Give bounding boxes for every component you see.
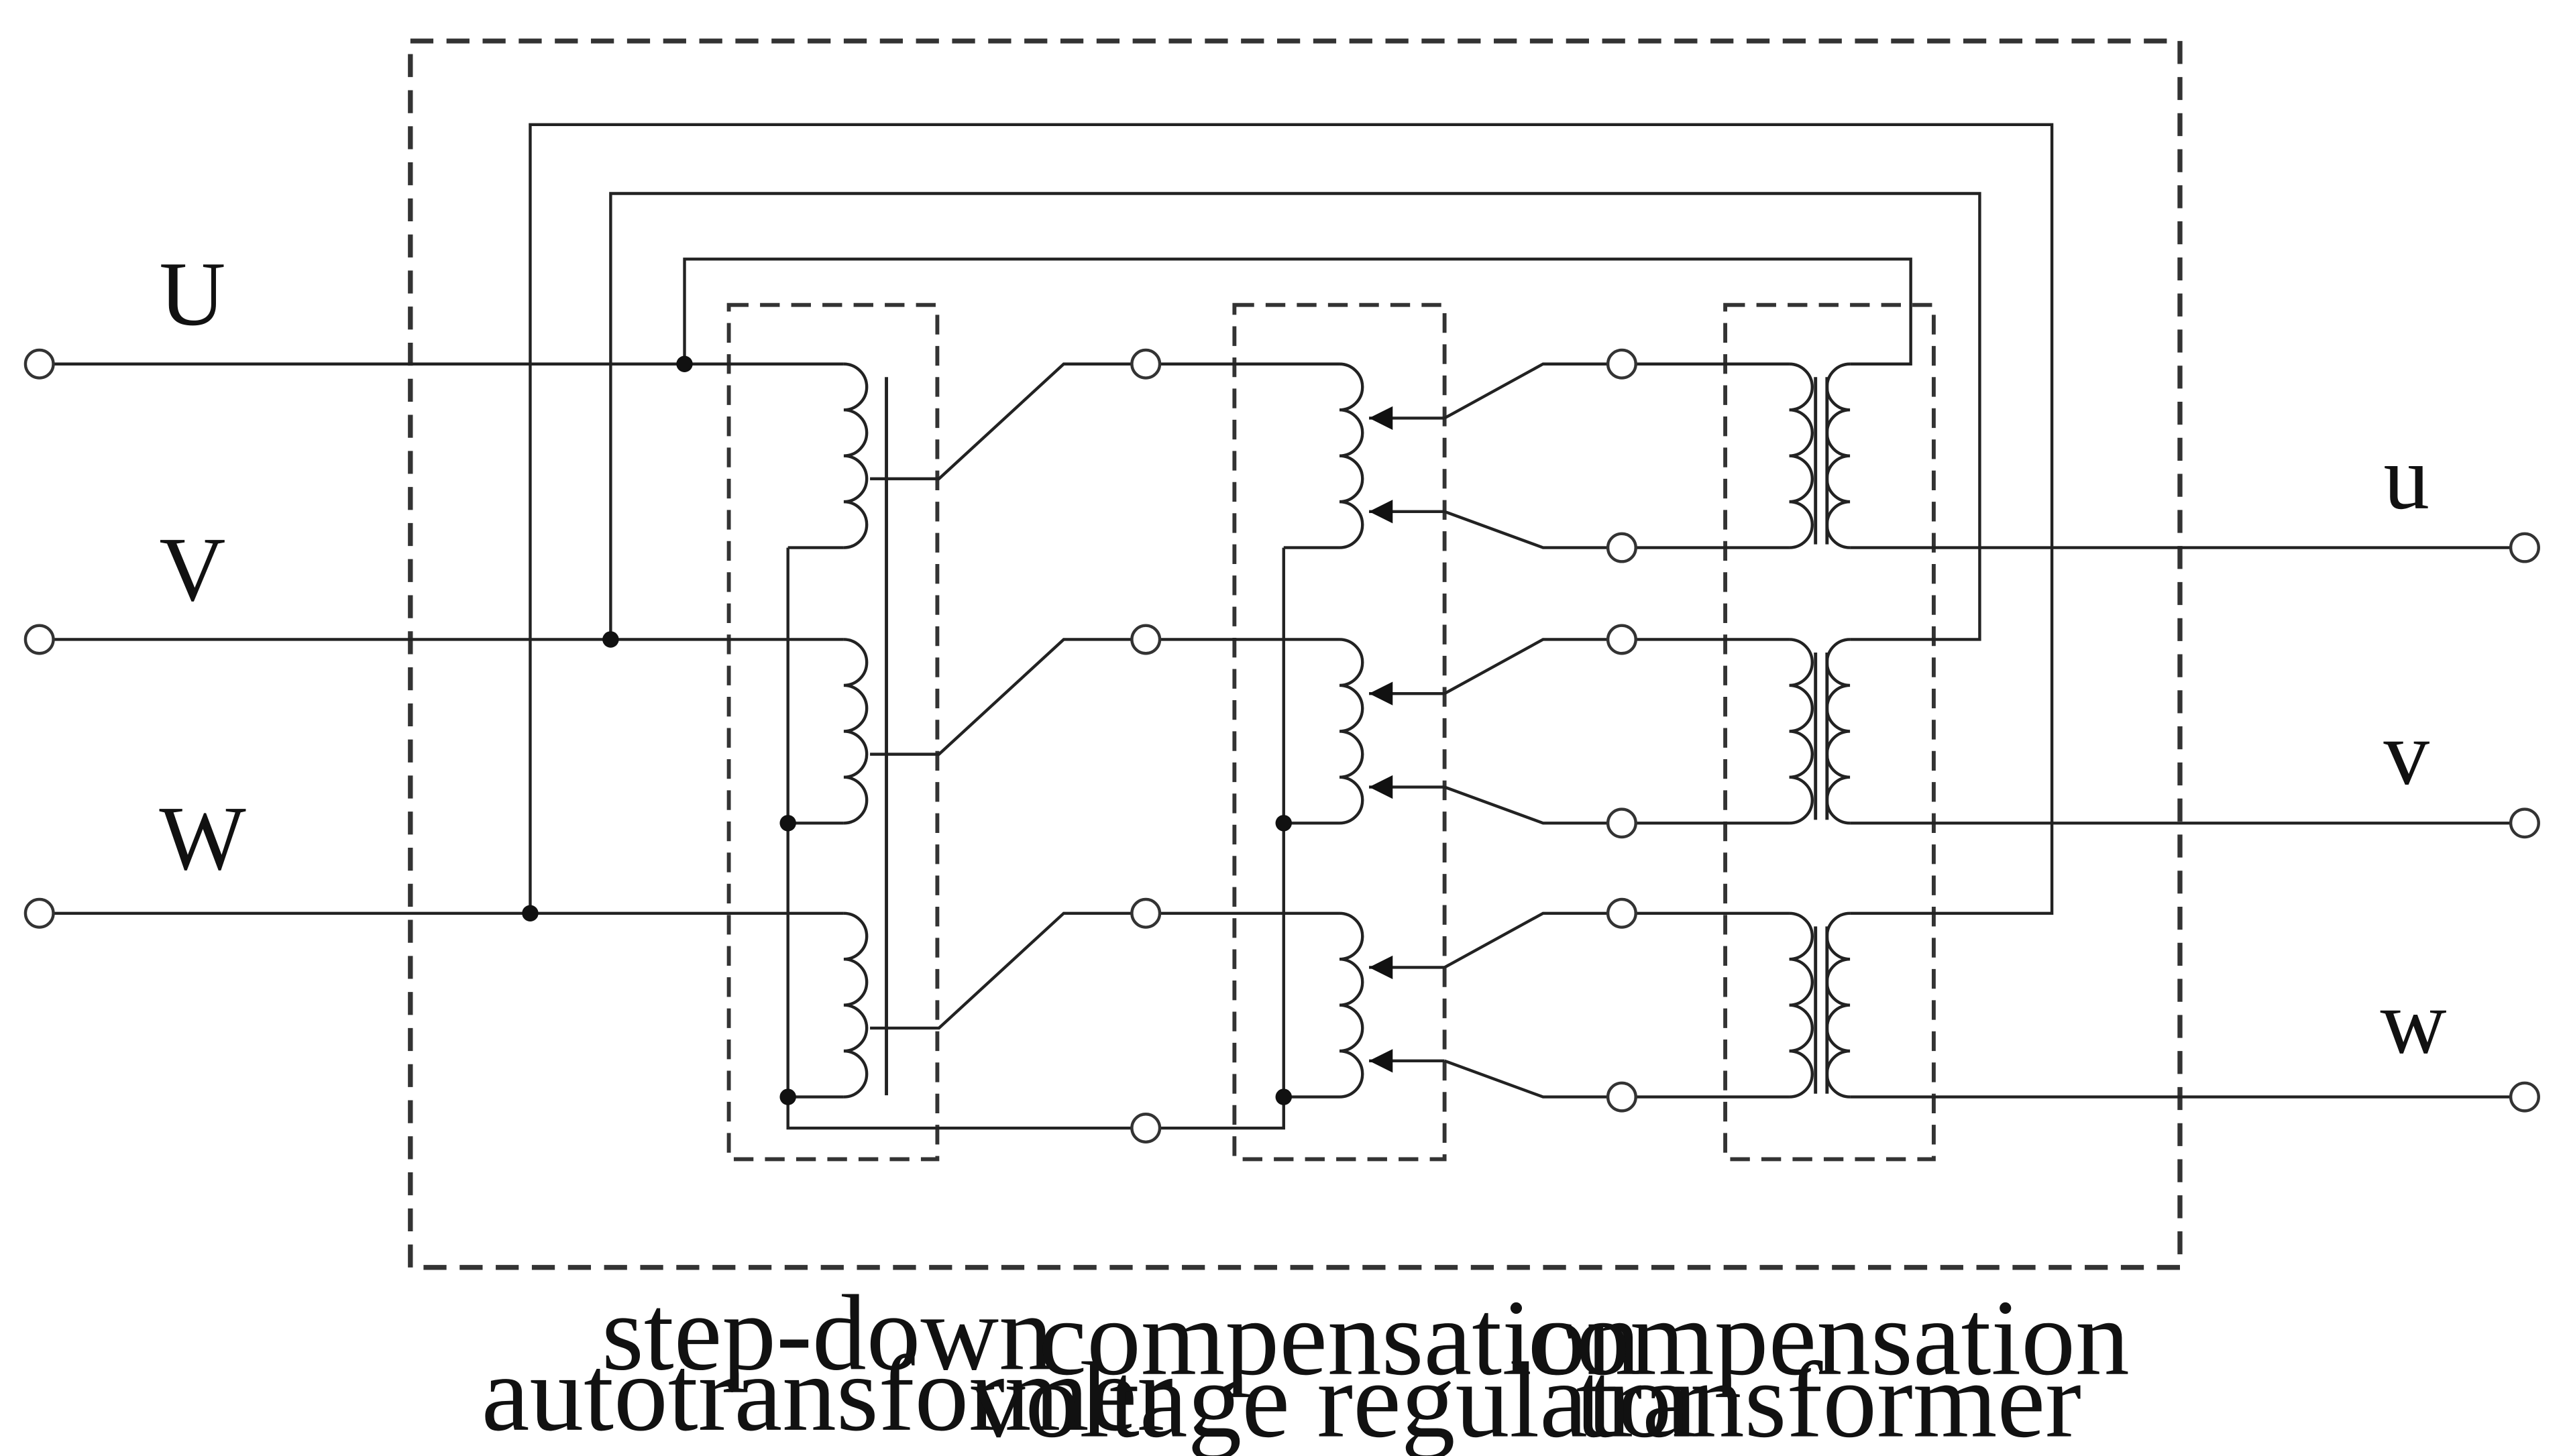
autotransformer-caption-line2: autotransformer: [482, 1333, 1173, 1453]
regulator-caption-line1: compensation: [1038, 1278, 1640, 1398]
autotransformer-winding-1: [843, 638, 869, 825]
return-loop-v: [609, 192, 1981, 641]
output-terminal-2: [2509, 1081, 2540, 1113]
tap-wire-2: [870, 911, 1133, 1030]
compensation-terminal-upper-0: [1606, 348, 1637, 380]
regulator-slider-upper-0: [1443, 362, 1609, 420]
return-loop-u: [683, 258, 1912, 366]
regulator-node-w: [1275, 1088, 1293, 1105]
compensation-terminal-lower-2: [1606, 1081, 1637, 1113]
junction-w: [522, 905, 539, 921]
regulator-slider-upper-2: [1443, 911, 1609, 969]
regulator-slider-lower-2: [1443, 1059, 1609, 1099]
terminals: [23, 348, 2540, 1144]
input-terminal-1: [23, 624, 55, 655]
autotransformer-caption-line1: step-down: [602, 1272, 1053, 1392]
compensation-transformer-caption-line1: compensation: [1528, 1278, 2130, 1398]
output-terminal-0: [2509, 532, 2540, 563]
compensation-terminal-upper-1: [1606, 624, 1637, 655]
input-label-v: V: [159, 518, 225, 620]
regulator-winding-0: [1339, 362, 1364, 549]
neutral-to-regulator: [1158, 1097, 1285, 1130]
autotransformer-winding-0: [843, 362, 869, 549]
regulator-slider-lower-1: [1443, 785, 1609, 825]
regulator-block: [1232, 302, 1447, 1162]
regulator-winding-2: [1339, 911, 1364, 1099]
compensation-terminal-upper-2: [1606, 897, 1637, 929]
junction-v: [602, 631, 619, 648]
neutral-terminal: [1130, 1113, 1162, 1144]
comp-secondary-winding-1: [1825, 638, 1851, 825]
outer-enclosure: [408, 38, 2183, 1270]
compensation-terminal-lower-1: [1606, 807, 1637, 839]
output-label-w: w: [2381, 971, 2447, 1073]
regulator-winding-1: [1339, 638, 1364, 825]
comp-primary-winding-1: [1789, 638, 1814, 825]
comp-primary-winding-2: [1789, 911, 1814, 1099]
comp-primary-winding-0: [1789, 362, 1814, 549]
regulator-input-terminal-1: [1130, 624, 1162, 655]
compensation-transformer-block: [1723, 302, 1936, 1162]
output-label-v: v: [2383, 702, 2429, 804]
input-terminal-0: [23, 348, 55, 380]
wiring: [52, 123, 2512, 1130]
output-label-u: u: [2383, 427, 2429, 528]
regulator-caption-line2: voltage regulator: [971, 1340, 1708, 1456]
input-terminal-2: [23, 897, 55, 929]
regulator-node-v: [1275, 815, 1293, 832]
autotransformer-winding-2: [843, 911, 869, 1099]
tap-wire-1: [870, 638, 1133, 756]
autotransformer-block: [726, 302, 940, 1162]
tap-wire-0: [870, 362, 1133, 481]
comp-secondary-winding-2: [1825, 911, 1851, 1099]
junction-dots: [522, 355, 1293, 1105]
compensation-terminal-lower-0: [1606, 532, 1637, 563]
input-label-w: W: [159, 787, 246, 889]
autotransformer-to-neutral-terminal: [786, 1097, 1133, 1130]
comp-secondary-winding-0: [1825, 362, 1851, 549]
autotransformer-neutral: [786, 546, 844, 1099]
compensation-transformer-caption-line2: transformer: [1576, 1340, 2081, 1456]
transformer-cores: [885, 377, 1829, 1096]
autotransformer-node-v: [779, 815, 796, 832]
return-loop-w: [529, 123, 2054, 915]
input-label-u: U: [159, 243, 225, 345]
output-terminal-1: [2509, 807, 2540, 839]
regulator-input-terminal-0: [1130, 348, 1162, 380]
regulator-slider-lower-0: [1443, 510, 1609, 549]
junction-u: [676, 355, 693, 372]
autotransformer-node-w: [779, 1088, 796, 1105]
regulator-neutral: [1282, 546, 1340, 1099]
regulator-slider-upper-1: [1443, 638, 1609, 695]
windings: [843, 362, 1851, 1099]
regulator-taps: [1369, 406, 1445, 1073]
regulator-input-terminal-2: [1130, 897, 1162, 929]
